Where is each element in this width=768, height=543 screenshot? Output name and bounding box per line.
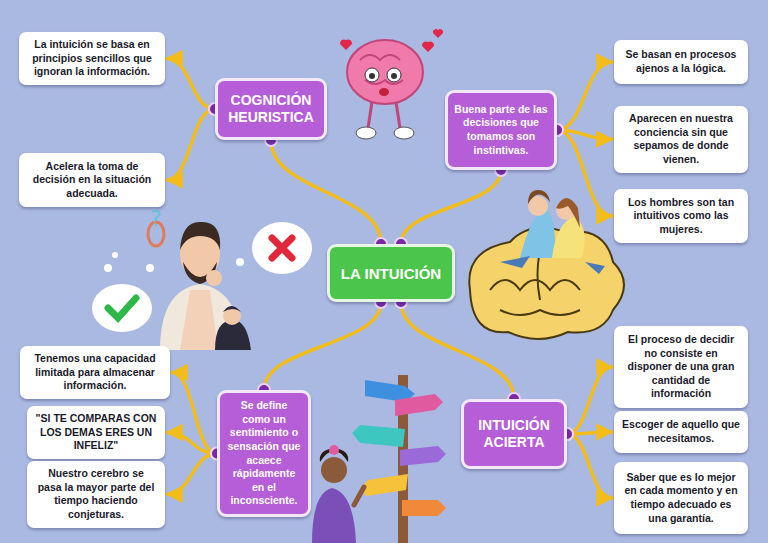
- node-text: Se basan en procesos ajenos a la lógica.: [622, 48, 740, 75]
- signpost-woman: [312, 375, 446, 543]
- text-stack: El proceso de decidir no consiste en dis…: [622, 333, 740, 401]
- node-text: El proceso de decidir no consiste en dis…: [622, 333, 740, 401]
- info-box: Aparecen en nuestra conciencia sin que s…: [614, 106, 748, 173]
- node-text: La intuición se basa en principios senci…: [27, 38, 157, 79]
- connector: [271, 140, 381, 244]
- text-stack: INTUICIÓN ACIERTA: [470, 417, 558, 452]
- branch-box: COGNICIÓN HEURISTICA: [215, 78, 327, 140]
- node-text: Buena parte de las decisiones que tomamo…: [454, 103, 548, 158]
- brain-character: [340, 29, 443, 139]
- text-stack: Acelera la toma de decisión en la situac…: [27, 160, 157, 201]
- info-box: Nuestro cerebro se pasa la mayor parte d…: [27, 461, 165, 528]
- text-stack: Saber que es lo mejor en cada momento y …: [622, 471, 740, 526]
- text-stack: Se define como un sentimiento o sensació…: [226, 399, 302, 508]
- branch-box: Buena parte de las decisiones que tomamo…: [445, 90, 557, 170]
- text-stack: LA INTUICIÓN: [341, 265, 441, 282]
- text-stack: COGNICIÓN HEURISTICA: [224, 92, 318, 127]
- node-text: Saber que es lo mejor en cada momento y …: [622, 471, 740, 526]
- connector: [401, 170, 501, 244]
- connector: [264, 302, 381, 390]
- node-text: LA INTUICIÓN: [341, 265, 441, 282]
- node-text: Acelera la toma de decisión en la situac…: [27, 160, 157, 201]
- text-stack: Escoger de aquello que necesitamos.: [622, 418, 740, 445]
- question-mark: ?: [150, 206, 162, 231]
- text-stack: La intuición se basa en principios senci…: [27, 38, 157, 79]
- center-box: LA INTUICIÓN: [327, 244, 455, 302]
- text-stack: Se basan en procesos ajenos a la lógica.: [622, 48, 740, 75]
- branch-box: Se define como un sentimiento o sensació…: [217, 390, 311, 517]
- node-text: Aparecen en nuestra conciencia sin que s…: [622, 112, 740, 167]
- connector: [167, 432, 217, 453]
- connector: [167, 109, 215, 180]
- node-text: "SI TE COMPARAS CON LOS DEMAS ERES UN IN…: [35, 412, 157, 453]
- connector: [401, 302, 514, 399]
- info-box: Los hombres son tan intuitivos como las …: [614, 189, 748, 243]
- info-box: Saber que es lo mejor en cada momento y …: [614, 462, 748, 534]
- info-box: "SI TE COMPARAS CON LOS DEMAS ERES UN IN…: [27, 406, 165, 459]
- connector: [557, 62, 612, 130]
- branch-box: INTUICIÓN ACIERTA: [461, 399, 567, 469]
- text-stack: Los hombres son tan intuitivos como las …: [622, 196, 740, 237]
- node-text: Escoger de aquello que necesitamos.: [622, 418, 740, 445]
- text-stack: Buena parte de las decisiones que tomamo…: [454, 103, 548, 158]
- info-box: Tenemos una capacidad limitada para alma…: [20, 346, 170, 399]
- node-text: COGNICIÓN HEURISTICA: [224, 92, 318, 127]
- connector: [172, 372, 217, 453]
- text-stack: "SI TE COMPARAS CON LOS DEMAS ERES UN IN…: [35, 412, 157, 453]
- info-box: Escoger de aquello que necesitamos.: [614, 411, 748, 453]
- thinking-man: ?: [92, 206, 312, 350]
- connector: [567, 434, 612, 498]
- node-text: INTUICIÓN ACIERTA: [470, 417, 558, 452]
- info-box: Acelera la toma de decisión en la situac…: [19, 153, 165, 207]
- info-box: El proceso de decidir no consiste en dis…: [614, 326, 748, 408]
- node-text: Tenemos una capacidad limitada para alma…: [28, 352, 162, 393]
- connector: [167, 58, 215, 109]
- info-box: La intuición se basa en principios senci…: [19, 32, 165, 85]
- node-text: Se define como un sentimiento o sensació…: [226, 399, 302, 508]
- node-text: Nuestro cerebro se pasa la mayor parte d…: [35, 467, 157, 522]
- text-stack: Nuestro cerebro se pasa la mayor parte d…: [35, 467, 157, 522]
- connector: [567, 367, 612, 434]
- info-box: Se basan en procesos ajenos a la lógica.: [614, 40, 748, 84]
- text-stack: Tenemos una capacidad limitada para alma…: [28, 352, 162, 393]
- connector: [557, 130, 612, 216]
- connector: [167, 454, 217, 495]
- text-stack: Aparecen en nuestra conciencia sin que s…: [622, 112, 740, 167]
- node-text: Los hombres son tan intuitivos como las …: [622, 196, 740, 237]
